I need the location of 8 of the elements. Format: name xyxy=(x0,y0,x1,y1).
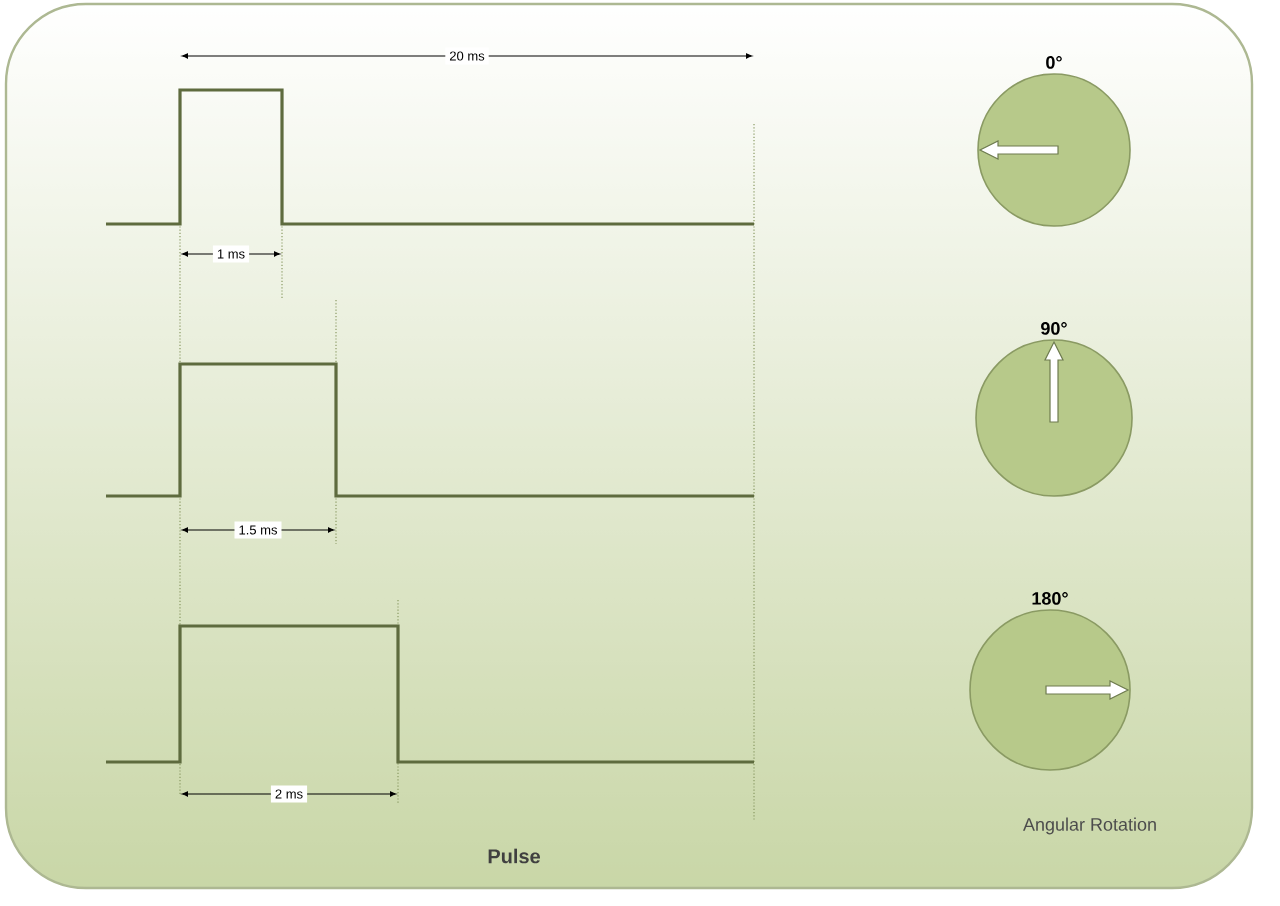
node-label: 180° xyxy=(1032,592,1068,605)
axis-title: Pulse xyxy=(488,848,540,864)
node-label: 90° xyxy=(1041,322,1067,335)
dial: 0° xyxy=(977,56,1131,227)
node-label: 0° xyxy=(1046,56,1062,69)
axis-title: Angular Rotation xyxy=(1023,817,1156,835)
dial: 180° xyxy=(969,592,1131,771)
dial: 90° xyxy=(975,322,1133,497)
